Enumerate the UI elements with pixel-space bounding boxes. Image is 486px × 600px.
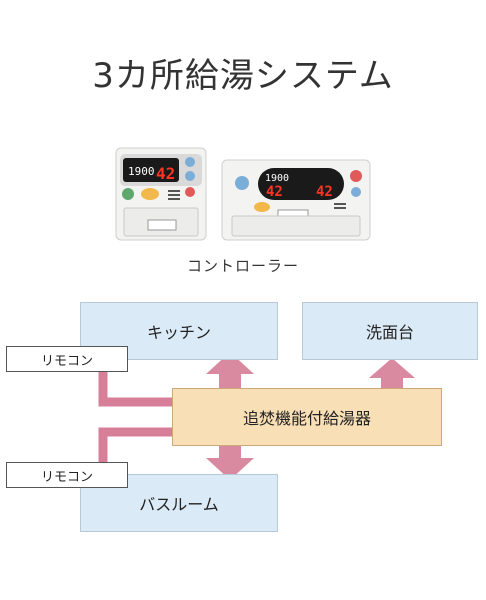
bottom-remote-pipe [98,427,175,464]
auto-button-icon[interactable] [141,188,159,200]
power-button-icon[interactable] [185,187,195,197]
arrow-to-kitchen [206,352,254,390]
down-button-icon[interactable] [185,171,195,181]
arrow-to-bathroom [206,446,254,480]
left-temp: 42 [156,164,175,183]
arrow-to-washbasin [369,358,415,390]
right-controller: 1900 42 42 [221,159,371,241]
right-time: 1900 [265,173,289,184]
heater-box: 追焚機能付給湯器 [172,388,442,446]
bath-button-icon[interactable] [122,188,134,200]
voice-button-icon[interactable] [235,176,249,190]
left-controller: 1900 42 [115,147,207,241]
page-title: 3カ所給湯システム [92,56,394,96]
remote-top: リモコン [6,346,128,372]
right-temp-left: 42 [266,184,283,200]
left-time: 1900 [128,165,155,178]
top-remote-pipe [98,370,175,407]
right-temp-right: 42 [316,184,333,200]
controller-illustration: 1900 42 1900 42 42 [115,147,371,241]
up-button-icon[interactable] [185,157,195,167]
controller-caption: コントローラー [186,257,299,275]
remote-bottom: リモコン [6,462,128,488]
right-power-icon[interactable] [350,170,362,182]
washbasin-box: 洗面台 [302,302,478,360]
right-adjust-icon[interactable] [351,187,361,197]
